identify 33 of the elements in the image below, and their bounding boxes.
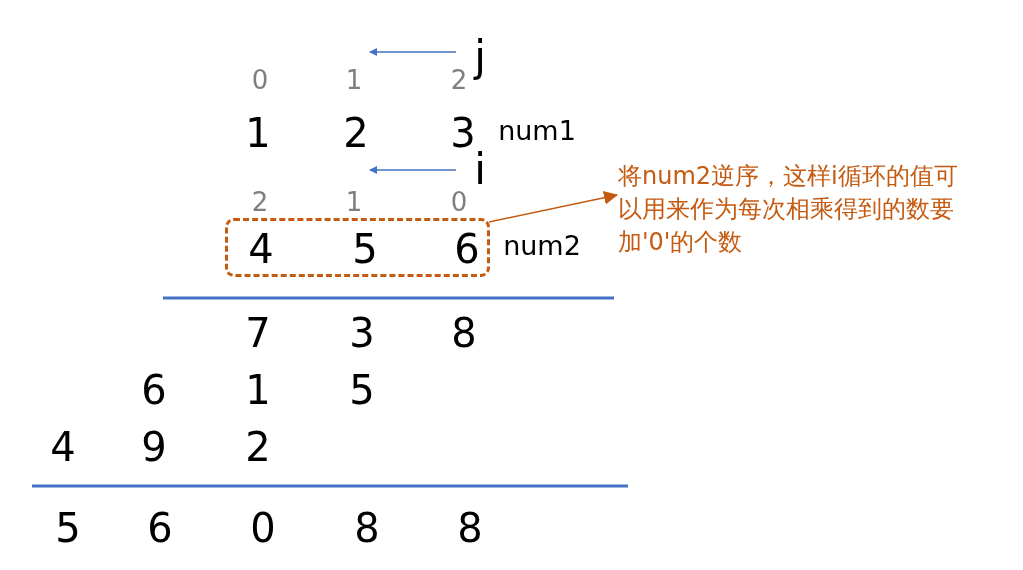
digit: 1 [245,370,271,410]
digit: 7 [245,313,271,353]
index-number: 2 [450,67,468,93]
digit: 5 [55,508,81,548]
variable-name: num2 [503,231,581,259]
digit: 0 [250,508,276,548]
digit: 1 [245,113,271,153]
digit: 8 [354,508,380,548]
digit: 5 [349,370,375,410]
digit: 5 [352,229,378,269]
digit: 6 [141,370,167,410]
digit: 2 [343,113,369,153]
index-number: 0 [450,189,468,215]
digit: 6 [147,508,173,548]
loop-variable: i [474,149,486,191]
digit: 3 [349,313,375,353]
variable-name: num1 [498,116,576,144]
index-number: 0 [251,67,269,93]
dashed-box [225,218,490,277]
digit: 8 [451,313,477,353]
digit: 4 [248,229,274,269]
digit: 9 [141,427,167,467]
arrow [488,190,618,223]
digit: 6 [454,229,480,269]
digit: 8 [457,508,483,548]
digit: 2 [245,427,271,467]
index-number: 1 [345,189,363,215]
index-number: 2 [251,189,269,215]
digit: 4 [50,427,76,467]
loop-variable: j [474,36,486,78]
index-number: 1 [345,67,363,93]
digit: 3 [450,113,476,153]
annotation-text: 将num2逆序，这样i循环的值可以用来作为每次相乘得到的数要加'0'的个数 [618,161,959,258]
